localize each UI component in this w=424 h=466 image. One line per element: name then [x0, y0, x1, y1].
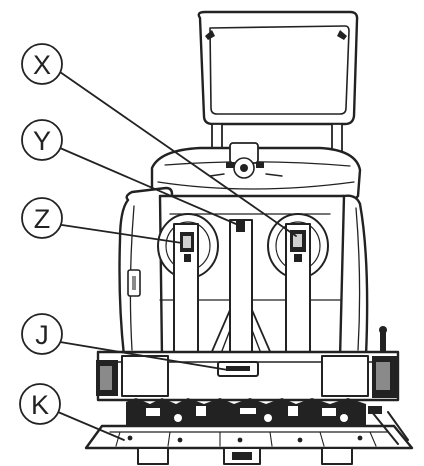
callout-label-j: J — [35, 320, 49, 350]
callout-label-y: Y — [33, 126, 51, 156]
callout-k: K — [19, 383, 61, 425]
callout-j: J — [21, 313, 63, 355]
callout-label-z: Z — [34, 204, 51, 234]
callout-label-x: X — [33, 50, 51, 80]
seat-cushion — [150, 142, 362, 206]
callout-z: Z — [21, 197, 63, 239]
base-frame — [84, 326, 414, 465]
callout-y: Y — [21, 119, 63, 161]
leader-lines — [57, 71, 297, 441]
callout-x: X — [21, 43, 63, 85]
seat-back — [197, 10, 359, 159]
callout-label-k: K — [31, 390, 49, 420]
machine-body — [118, 186, 369, 361]
